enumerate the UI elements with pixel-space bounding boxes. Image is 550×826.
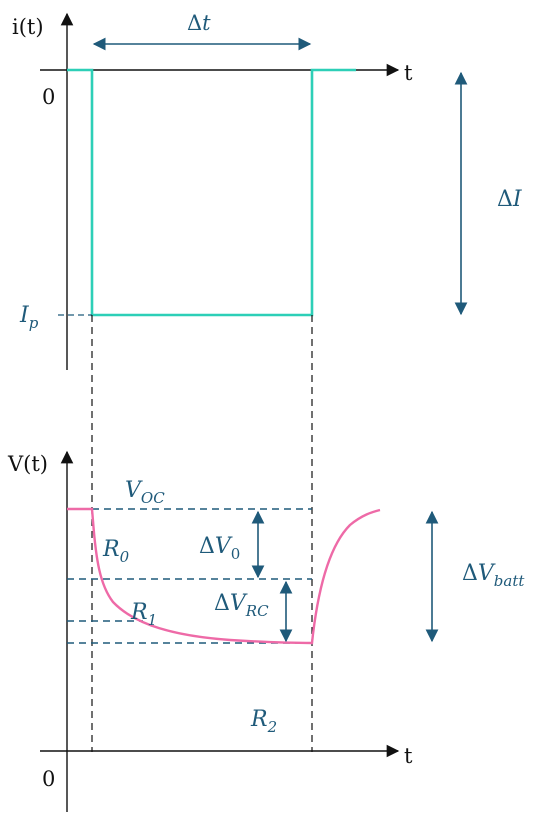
delta-t-label: Δt (187, 11, 211, 35)
voc-label: VOC (125, 478, 165, 507)
voltage-zero-label: 0 (42, 767, 55, 791)
delta-i-label: ΔI (497, 187, 523, 212)
r0-label: R0 (102, 537, 130, 566)
delta-vrc-label: ΔVRC (214, 591, 269, 620)
voltage-response-trace (67, 507, 381, 645)
voltage-y-axis-label: V(t) (7, 452, 48, 476)
ip-label: Ip (19, 303, 39, 332)
current-zero-label: 0 (42, 85, 55, 109)
voltage-x-axis-label: t (404, 744, 413, 768)
delta-v0-label: ΔV0 (199, 534, 240, 563)
current-plot: i(t) t 0 Δt ΔI Ip (12, 11, 523, 370)
current-y-axis-label: i(t) (12, 15, 44, 39)
r1-label: R1 (130, 600, 157, 629)
delta-vbatt-label: ΔVbatt (462, 561, 525, 590)
voltage-plot: V(t) t 0 VOC R0 R1 R2 ΔV0 Δ (7, 450, 525, 812)
r2-label: R2 (250, 707, 277, 736)
current-pulse-trace (67, 68, 356, 317)
current-x-axis-label: t (404, 61, 413, 85)
